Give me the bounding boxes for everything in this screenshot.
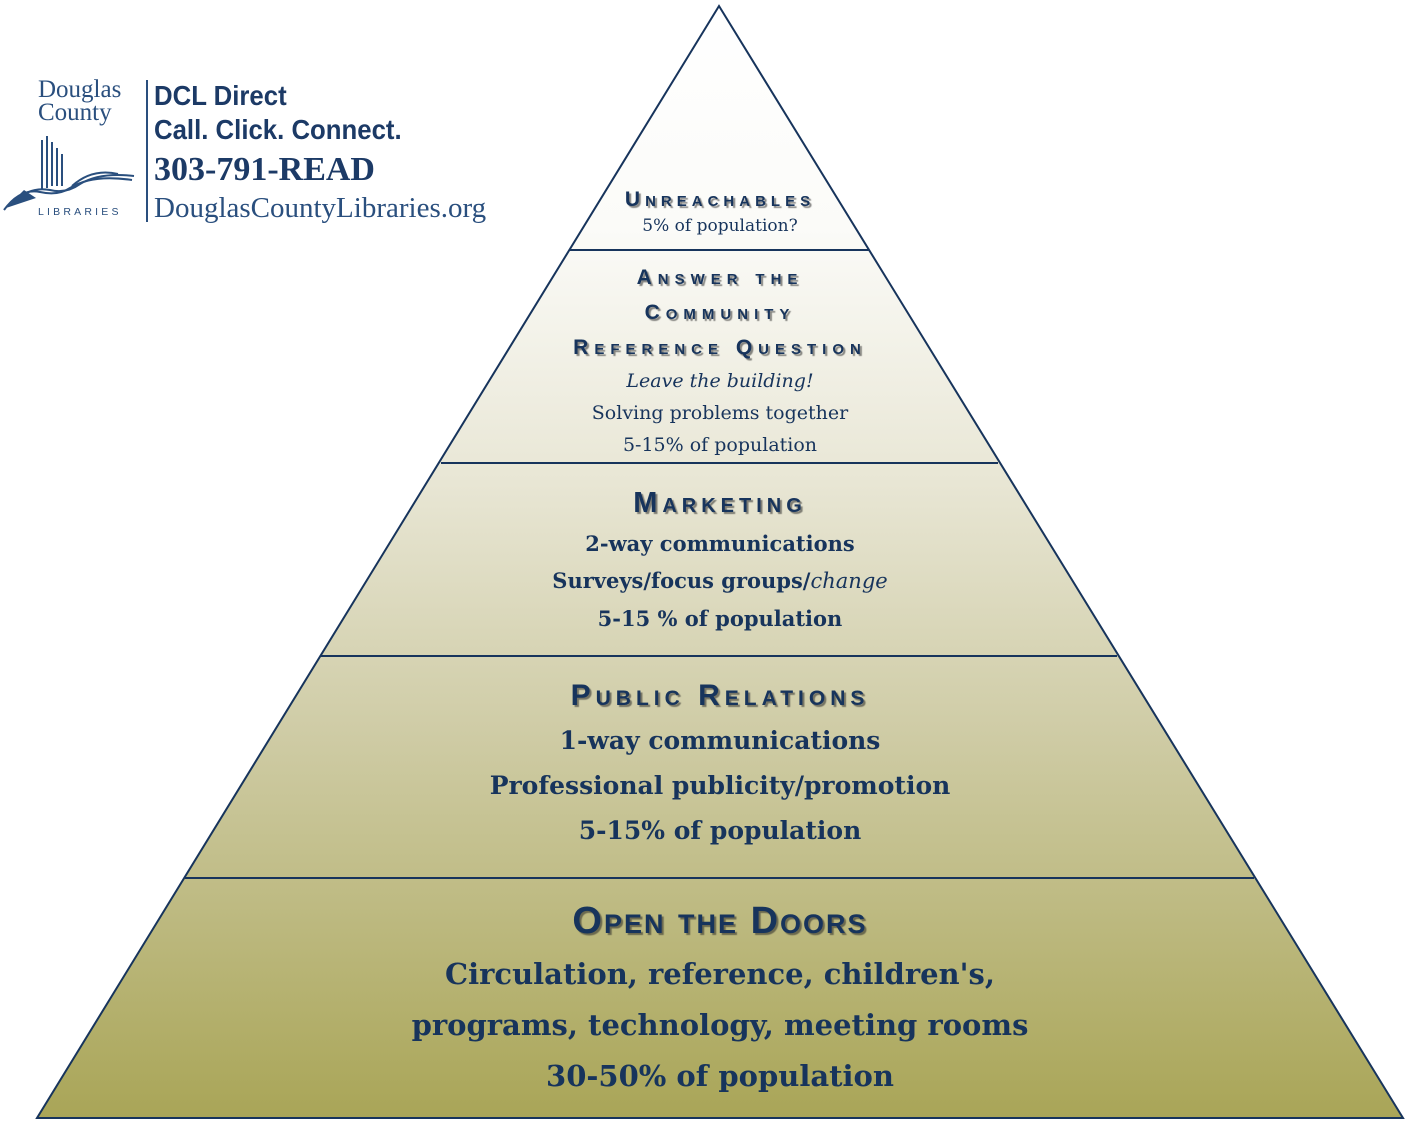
tier-text: Circulation, reference, children's,	[445, 957, 995, 991]
logo-name-douglas: Douglas	[38, 76, 122, 103]
tier-text-plain: Surveys/focus groups/	[552, 568, 811, 593]
tier-text: Professional publicity/promotion	[489, 771, 951, 800]
tier-text: 5-15% of population	[578, 816, 862, 845]
tier-heading: Unreachables	[624, 188, 816, 211]
tier-text: 2-way communications	[585, 531, 855, 556]
tier-text: 1-way communications	[559, 726, 881, 755]
tier-heading: Community	[644, 301, 796, 324]
tier-reference-question: Answer the Community Reference Question …	[0, 260, 1407, 461]
logo-phone: 303-791-READ	[154, 151, 375, 188]
tier-heading: Open the Doors	[572, 900, 868, 942]
tier-unreachables: Unreachables 5% of population?	[0, 186, 1407, 238]
logo-tagline-title: DCL Direct	[154, 80, 287, 111]
pyramid-body	[35, 4, 1405, 1119]
book-icon	[3, 136, 135, 211]
tier-text: 5% of population?	[642, 216, 798, 236]
tier-heading: Reference Question	[573, 336, 867, 359]
logo-website: DouglasCountyLibraries.org	[154, 192, 487, 224]
tier-heading: Public Relations	[570, 679, 870, 712]
tier-open-the-doors: Open the Doors Circulation, reference, c…	[0, 893, 1407, 1102]
tier-text: programs, technology, meeting rooms	[411, 1008, 1029, 1042]
tier-text: 30-50% of population	[546, 1059, 894, 1093]
logo-libraries-label: LIBRARIES	[38, 206, 122, 218]
tier-text: Surveys/focus groups/change	[0, 562, 1407, 600]
tier-text-italic: change	[810, 569, 888, 593]
tier-marketing: Marketing 2-way communications Surveys/f…	[0, 481, 1407, 637]
logo-divider	[146, 80, 148, 222]
logo-name-county: County	[38, 99, 112, 126]
tier-public-relations: Public Relations 1-way communications Pr…	[0, 674, 1407, 853]
tier-heading: Answer the	[636, 266, 804, 289]
tier-text: 5-15 % of population	[597, 606, 843, 631]
logo-tagline: Call. Click. Connect.	[154, 114, 402, 145]
tier-text: 5-15% of population	[622, 434, 818, 456]
tier-text: Solving problems together	[591, 402, 849, 424]
tier-tagline: Leave the building!	[626, 370, 814, 392]
tier-heading: Marketing	[633, 487, 807, 519]
